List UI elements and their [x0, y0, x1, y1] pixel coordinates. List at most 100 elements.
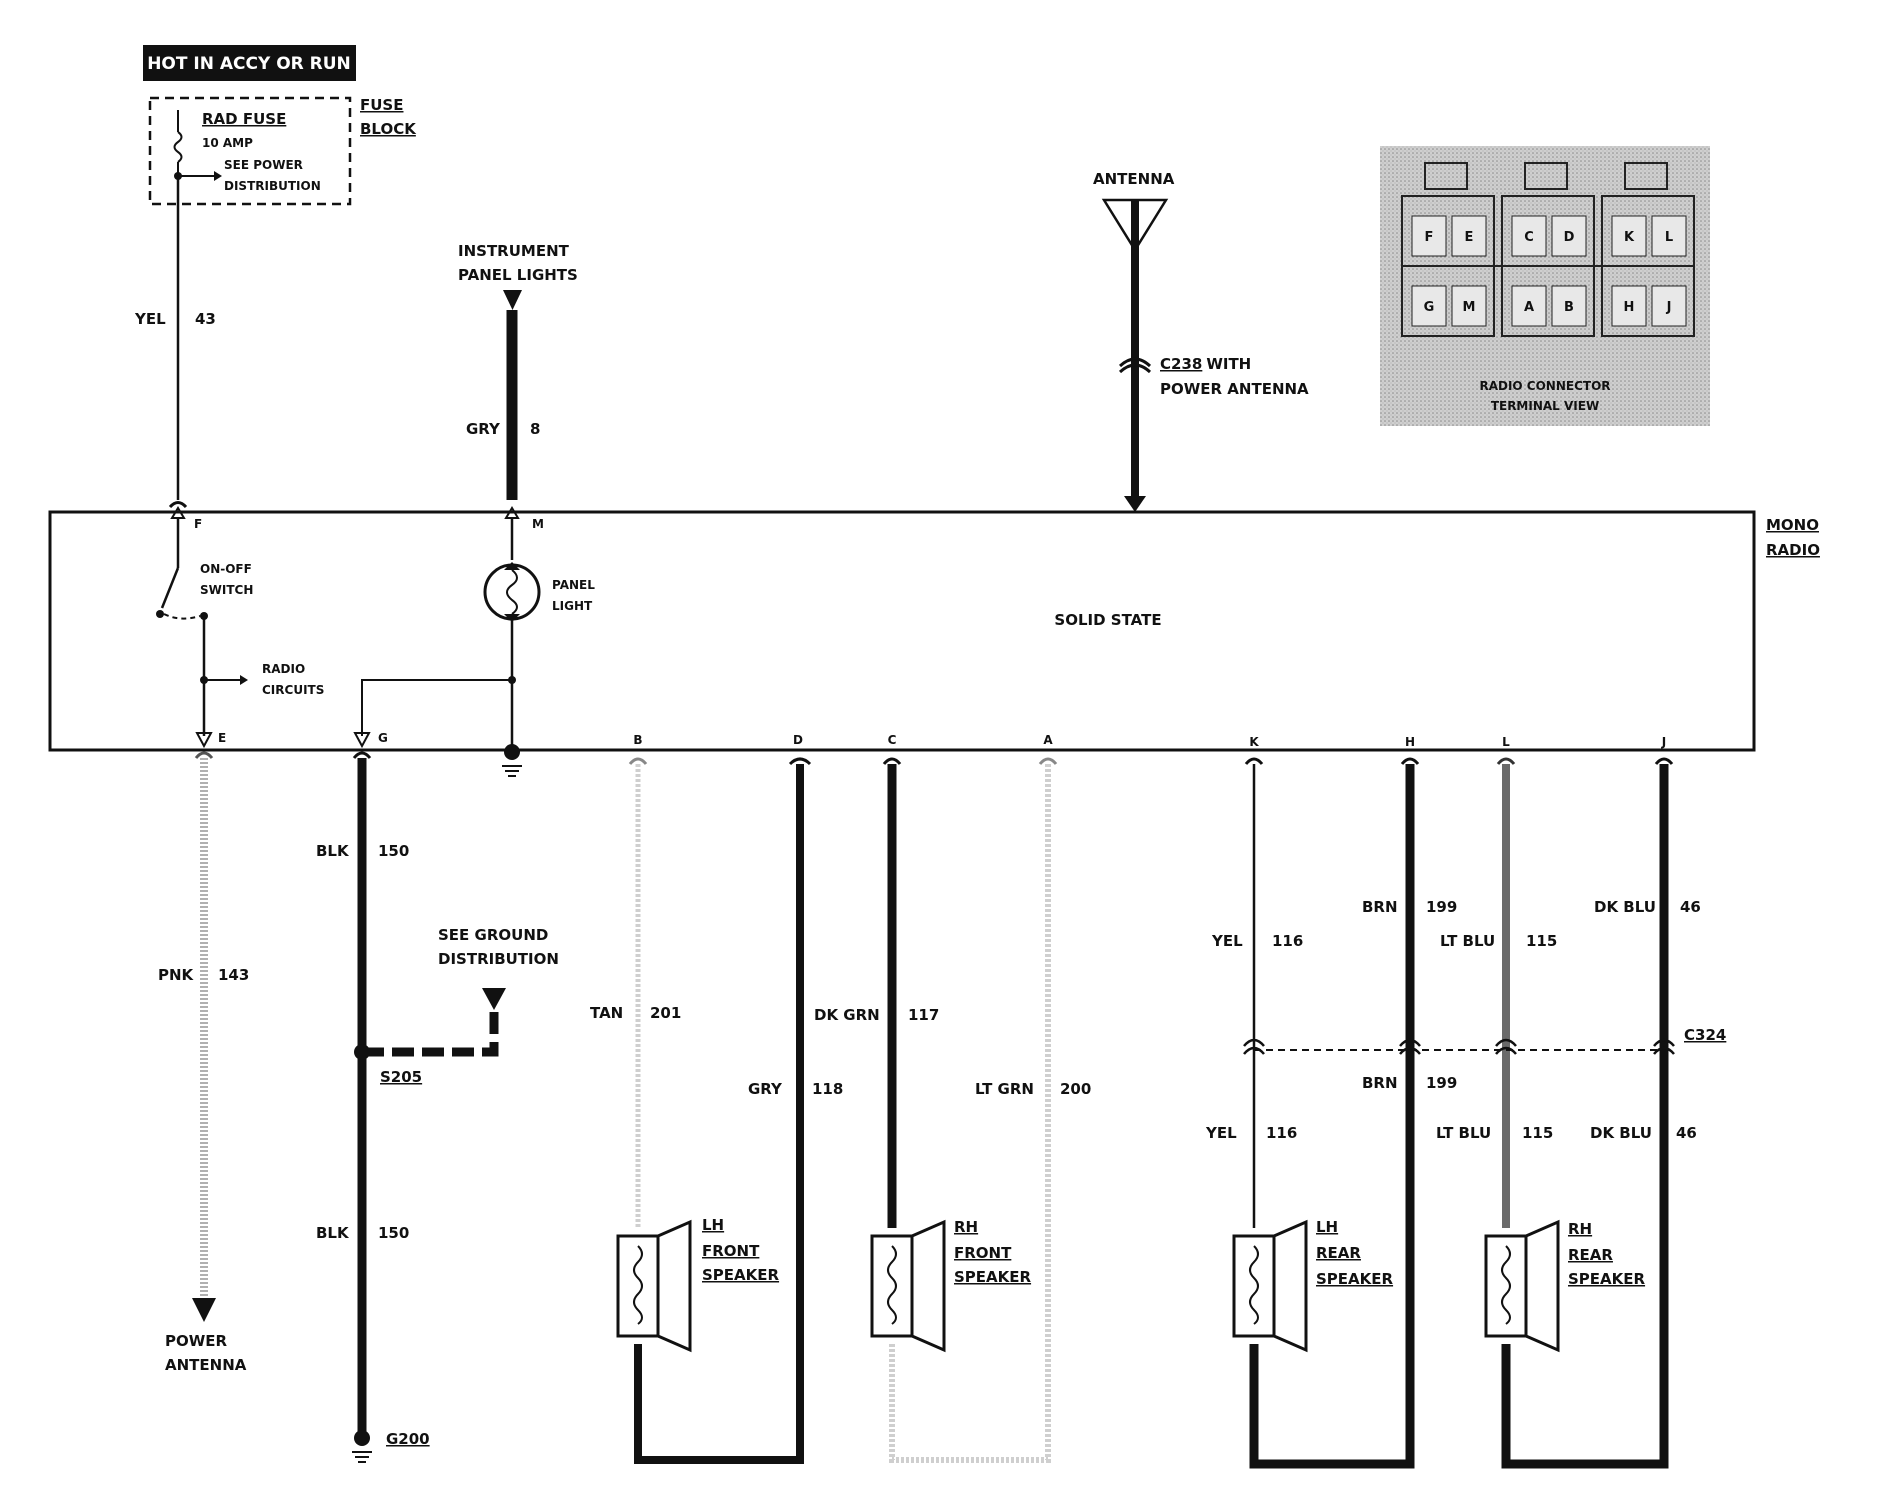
- wire-lt-blu-115-dk-blu-46: LT BLU 115 LT BLU 115 DK BLU 46 DK BLU 4…: [1436, 757, 1701, 1469]
- svg-text:RADIO: RADIO: [1766, 541, 1820, 559]
- radio-connector-terminal-view: F E C D K L G M A B H J RADIO CONNECTOR …: [1380, 146, 1710, 426]
- svg-text:RH: RH: [954, 1218, 978, 1236]
- svg-text:B: B: [633, 733, 642, 747]
- svg-text:F: F: [1425, 230, 1434, 245]
- ground-distribution-arrow-icon: [482, 988, 506, 1010]
- ground-point-label: G200: [386, 1430, 430, 1448]
- svg-text:REAR: REAR: [1568, 1246, 1613, 1264]
- wire-yel-116-brn-199: YEL 116 YEL 116 BRN 199 BRN 199: [1205, 757, 1457, 1469]
- svg-text:K: K: [1249, 735, 1259, 749]
- svg-text:8: 8: [530, 420, 540, 438]
- wire-blk-150: BLK 150 BLK 150 SEE GROUND DISTRIBUTION …: [316, 751, 559, 1463]
- speaker-icon: [1232, 1234, 1276, 1338]
- svg-text:LIGHT: LIGHT: [552, 599, 593, 613]
- svg-text:199: 199: [1426, 1074, 1457, 1092]
- svg-text:E: E: [218, 731, 226, 745]
- fuse-symbol: [173, 131, 183, 163]
- svg-text:BLK: BLK: [316, 1224, 350, 1242]
- svg-text:ANTENNA: ANTENNA: [1093, 170, 1175, 188]
- rad-fuse-label: RAD FUSE: [202, 110, 286, 128]
- arrow-icon: [240, 675, 248, 685]
- svg-text:DK BLU: DK BLU: [1590, 1124, 1652, 1142]
- lh-rear-speaker: LH REAR SPEAKER: [1232, 1218, 1394, 1353]
- ground-icon: [504, 744, 520, 760]
- svg-text:C: C: [888, 733, 897, 747]
- svg-text:LH: LH: [702, 1216, 724, 1234]
- svg-text:ON-OFF: ON-OFF: [200, 562, 252, 576]
- svg-text:K: K: [1624, 230, 1635, 245]
- svg-text:E: E: [1465, 230, 1474, 245]
- svg-text:GRY: GRY: [748, 1080, 783, 1098]
- svg-text:G: G: [1424, 300, 1435, 315]
- radio-bottom-pins: B D C A K H L J: [633, 733, 1666, 749]
- fuse-block: FUSE BLOCK RAD FUSE 10 AMP SEE POWER DIS…: [148, 96, 417, 206]
- svg-text:J: J: [1661, 735, 1666, 749]
- svg-text:SPEAKER: SPEAKER: [1568, 1270, 1646, 1288]
- arrow-icon: [214, 171, 222, 181]
- connector-c324: C324: [1243, 1026, 1726, 1055]
- svg-text:D: D: [1564, 230, 1575, 245]
- svg-text:115: 115: [1526, 932, 1557, 950]
- svg-text:ANTENNA: ANTENNA: [165, 1356, 247, 1374]
- svg-text:H: H: [1624, 300, 1635, 315]
- svg-text:BRN: BRN: [1362, 1074, 1398, 1092]
- hot-in-accy-label: HOT IN ACCY OR RUN: [143, 45, 356, 81]
- speaker-icon: [870, 1234, 914, 1338]
- wire-dk-grn-117: DK GRN 117 LT GRN 200: [814, 757, 1091, 1463]
- svg-text:LT GRN: LT GRN: [975, 1080, 1034, 1098]
- svg-text:BLK: BLK: [316, 842, 350, 860]
- panel-light: PANEL LIGHT G: [353, 518, 595, 777]
- svg-text:A: A: [1524, 300, 1534, 315]
- see-ground-distribution: SEE GROUND: [438, 926, 548, 944]
- svg-text:CIRCUITS: CIRCUITS: [262, 683, 324, 697]
- svg-text:116: 116: [1266, 1124, 1297, 1142]
- speaker-icon: [616, 1234, 660, 1338]
- svg-text:REAR: REAR: [1316, 1244, 1361, 1262]
- svg-text:YEL: YEL: [1211, 932, 1243, 950]
- svg-text:DK BLU: DK BLU: [1594, 898, 1656, 916]
- svg-text:LT BLU: LT BLU: [1440, 932, 1495, 950]
- lh-front-speaker: LH FRONT SPEAKER: [616, 1216, 780, 1353]
- input-arrow-icon: [503, 290, 522, 310]
- svg-text:F: F: [194, 517, 202, 531]
- svg-text:116: 116: [1272, 932, 1303, 950]
- fuse-block-label: FUSE: [360, 96, 403, 114]
- svg-text:PANEL LIGHTS: PANEL LIGHTS: [458, 266, 578, 284]
- svg-text:DISTRIBUTION: DISTRIBUTION: [224, 179, 321, 193]
- solid-state-label: SOLID STATE: [1054, 611, 1161, 629]
- fuse-rating: 10 AMP: [202, 136, 253, 150]
- mono-radio-box: MONO RADIO SOLID STATE: [48, 510, 1820, 752]
- svg-text:A: A: [1043, 733, 1053, 747]
- rh-front-speaker: RH FRONT SPEAKER: [870, 1218, 1032, 1353]
- svg-text:LT BLU: LT BLU: [1436, 1124, 1491, 1142]
- svg-text:SPEAKER: SPEAKER: [702, 1266, 780, 1284]
- svg-text:SWITCH: SWITCH: [200, 583, 253, 597]
- svg-text:143: 143: [218, 966, 249, 984]
- on-off-switch: ON-OFF SWITCH RADIO CIRCUITS E: [156, 562, 324, 749]
- lamp-icon: [483, 563, 541, 621]
- svg-text:INSTRUMENT: INSTRUMENT: [458, 242, 570, 260]
- svg-text:RADIO: RADIO: [262, 662, 305, 676]
- svg-text:DK GRN: DK GRN: [814, 1006, 880, 1024]
- instrument-panel-lights-input: INSTRUMENT PANEL LIGHTS GRY 8: [458, 242, 578, 500]
- speaker-icon: [1484, 1234, 1528, 1338]
- svg-text:150: 150: [378, 1224, 409, 1242]
- svg-text:FRONT: FRONT: [702, 1242, 760, 1260]
- svg-text:BLOCK: BLOCK: [360, 120, 417, 138]
- wire-tan-201: TAN 201 GRY 118: [590, 757, 843, 1464]
- svg-text:FRONT: FRONT: [954, 1244, 1012, 1262]
- power-antenna-arrow-icon: [192, 1298, 216, 1322]
- svg-text:POWER ANTENNA: POWER ANTENNA: [1160, 380, 1309, 398]
- wire-yel-43: YEL 43: [134, 176, 216, 500]
- connector-c238: [1118, 357, 1152, 368]
- svg-text:200: 200: [1060, 1080, 1091, 1098]
- svg-text:LH: LH: [1316, 1218, 1338, 1236]
- svg-text:RH: RH: [1568, 1220, 1592, 1238]
- rh-rear-speaker: RH REAR SPEAKER: [1484, 1219, 1646, 1353]
- svg-text:B: B: [1564, 300, 1574, 315]
- svg-text:HOT IN ACCY OR RUN: HOT IN ACCY OR RUN: [147, 54, 351, 74]
- svg-text:M: M: [532, 517, 544, 531]
- svg-text:115: 115: [1522, 1124, 1553, 1142]
